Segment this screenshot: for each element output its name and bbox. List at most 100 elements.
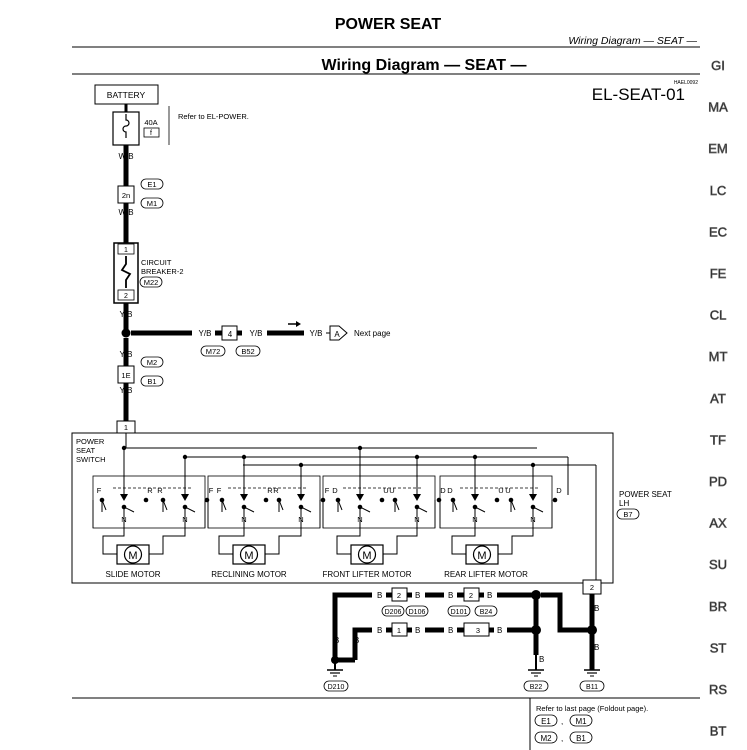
motor-icon <box>472 545 492 564</box>
junction-dot <box>414 454 420 460</box>
side-tab: GI <box>711 58 725 73</box>
connector-tag <box>381 605 405 617</box>
connector-tag <box>140 197 164 209</box>
wire-color: B <box>497 626 502 635</box>
splice-dot <box>121 328 131 338</box>
connector-pin: 1 <box>124 423 128 432</box>
contact-dot <box>436 497 442 503</box>
side-tab: MA <box>708 100 728 115</box>
connector-tag <box>139 276 163 288</box>
switch-label: SEAT <box>76 446 95 455</box>
switch-label: POWER <box>76 437 105 446</box>
switch-group <box>92 475 206 529</box>
wire-color: W/B <box>118 208 133 217</box>
connector-tag <box>140 356 164 368</box>
connector-tag-label: D206 <box>385 609 402 616</box>
contact-label: F <box>209 486 214 495</box>
wire-color: Y/B <box>199 329 212 338</box>
breaker-icon <box>120 256 132 288</box>
side-tab: BT <box>710 724 727 739</box>
connector-tag-label: M2 <box>147 358 157 367</box>
breaker-pin <box>117 289 135 301</box>
ground-tag <box>523 680 549 692</box>
connector-tag-label: B1 <box>147 377 156 386</box>
wire-color: B <box>377 591 382 600</box>
separator: , <box>561 734 563 743</box>
wire-color: Y/B <box>120 350 133 359</box>
connector-tag-label: M1 <box>147 199 157 208</box>
wire-color: B <box>448 591 453 600</box>
motor-wire <box>218 507 245 555</box>
contact-arrow-icon <box>240 494 248 501</box>
switch-wire <box>337 499 343 511</box>
side-tab: AT <box>710 391 726 406</box>
junction-dot <box>241 454 247 460</box>
wire-color: Y/B <box>250 329 263 338</box>
arrow-head-icon <box>296 321 301 327</box>
next-page-connector <box>329 325 348 341</box>
connector-pin: 1E <box>121 371 130 380</box>
contact-dot <box>143 497 149 503</box>
motor-icon <box>123 545 143 564</box>
side-tab: BR <box>709 599 727 614</box>
connector-pin: 3 <box>476 626 480 635</box>
connector-tag <box>474 605 498 617</box>
connector-tag <box>235 345 261 357</box>
contact-label: U <box>505 486 510 495</box>
junction-dot <box>298 462 304 468</box>
foldout-tag <box>534 714 558 727</box>
switch-wire <box>101 500 135 513</box>
joint-pin: 4 <box>228 330 233 339</box>
foldout-tag-label: B1 <box>576 734 586 743</box>
connector-pin: 2 <box>469 591 473 600</box>
battery-label: BATTERY <box>107 90 146 100</box>
fuse-amp: 40A <box>144 118 157 127</box>
diagram-title: Wiring Diagram — SEAT — <box>322 57 527 74</box>
wire-color: B <box>448 626 453 635</box>
connector-tag-label: B52 <box>241 347 254 356</box>
separator: , <box>561 717 563 726</box>
switch-wire <box>162 499 168 511</box>
switch-wire <box>278 500 312 513</box>
foldout-tag-label: M1 <box>575 717 587 726</box>
fuse-id-box <box>143 127 160 138</box>
next-page-label: Next page <box>354 329 391 338</box>
connector-tag <box>616 508 640 520</box>
side-tab: EC <box>709 224 727 239</box>
ground-circuit: B 2 B D206 D106 B 2 B D101 B24 B 1 B B 3 <box>323 587 605 692</box>
connector-tag-label: B24 <box>480 609 493 616</box>
page-title: POWER SEAT <box>335 16 442 33</box>
contact-dot <box>552 497 558 503</box>
wire-color: B <box>487 591 492 600</box>
contact-arrow-icon <box>471 494 479 501</box>
motor-symbol: M <box>244 550 253 562</box>
contact-arrow-icon <box>297 494 305 501</box>
connector-pin: 1 <box>397 626 401 635</box>
contact-label: R <box>157 486 163 495</box>
motor-wire <box>265 507 302 555</box>
junction-dot <box>182 454 188 460</box>
motor-wire <box>383 507 418 555</box>
breaker-pin-label: 1 <box>124 247 128 254</box>
side-tab: AX <box>709 516 727 531</box>
contact-dot <box>494 497 500 503</box>
motor-wire <box>498 507 534 555</box>
ground-return <box>92 500 206 528</box>
ground-tag <box>323 680 349 692</box>
side-tab: TF <box>710 432 726 447</box>
switch-wire <box>221 499 227 511</box>
wire-color: B <box>377 626 382 635</box>
motor-wire <box>102 507 125 555</box>
component-label: POWER SEAT <box>619 490 672 499</box>
contact-dot <box>379 497 385 503</box>
motor-label: SLIDE MOTOR <box>106 570 161 579</box>
wire-color: B <box>354 636 359 645</box>
side-tab: LC <box>710 183 727 198</box>
ground-tag-label: D210 <box>328 684 345 691</box>
next-connector-label: A <box>334 330 340 339</box>
contact-arrow-icon <box>529 494 537 501</box>
component-label: LH <box>619 499 629 508</box>
diagram-id: EL-SEAT-01 <box>592 85 685 104</box>
